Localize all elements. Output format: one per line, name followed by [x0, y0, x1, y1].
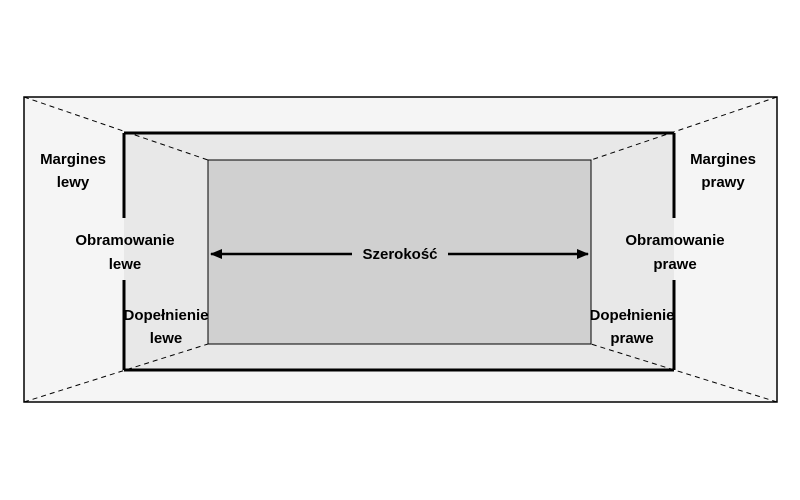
padding-left-label-line2: lewe [150, 330, 183, 347]
margin-right-label-line2: prawy [701, 174, 745, 191]
dashed-line-top-right [590, 96, 778, 161]
dashed-line-top-left [23, 96, 209, 161]
dashed-line-bottom-right [590, 343, 778, 403]
width-label: Szerokość [362, 246, 437, 263]
padding-right-label-line2: prawe [610, 330, 653, 347]
border-right-label-line1: Obramowanie [625, 232, 724, 249]
margin-left-label-line1: Margines [40, 151, 106, 168]
margin-right-label-line1: Margines [690, 151, 756, 168]
padding-left-label-line1: Dopełnienie [123, 307, 208, 324]
perspective-dashed-lines [23, 96, 778, 403]
padding-right-label-line1: Dopełnienie [589, 307, 674, 324]
margin-left-label-line2: lewy [57, 174, 90, 191]
border-left-label-line1: Obramowanie [75, 232, 174, 249]
border-left-label-line2: lewe [109, 256, 142, 273]
border-right-label-line2: prawe [653, 256, 696, 273]
content-area [207, 159, 592, 345]
